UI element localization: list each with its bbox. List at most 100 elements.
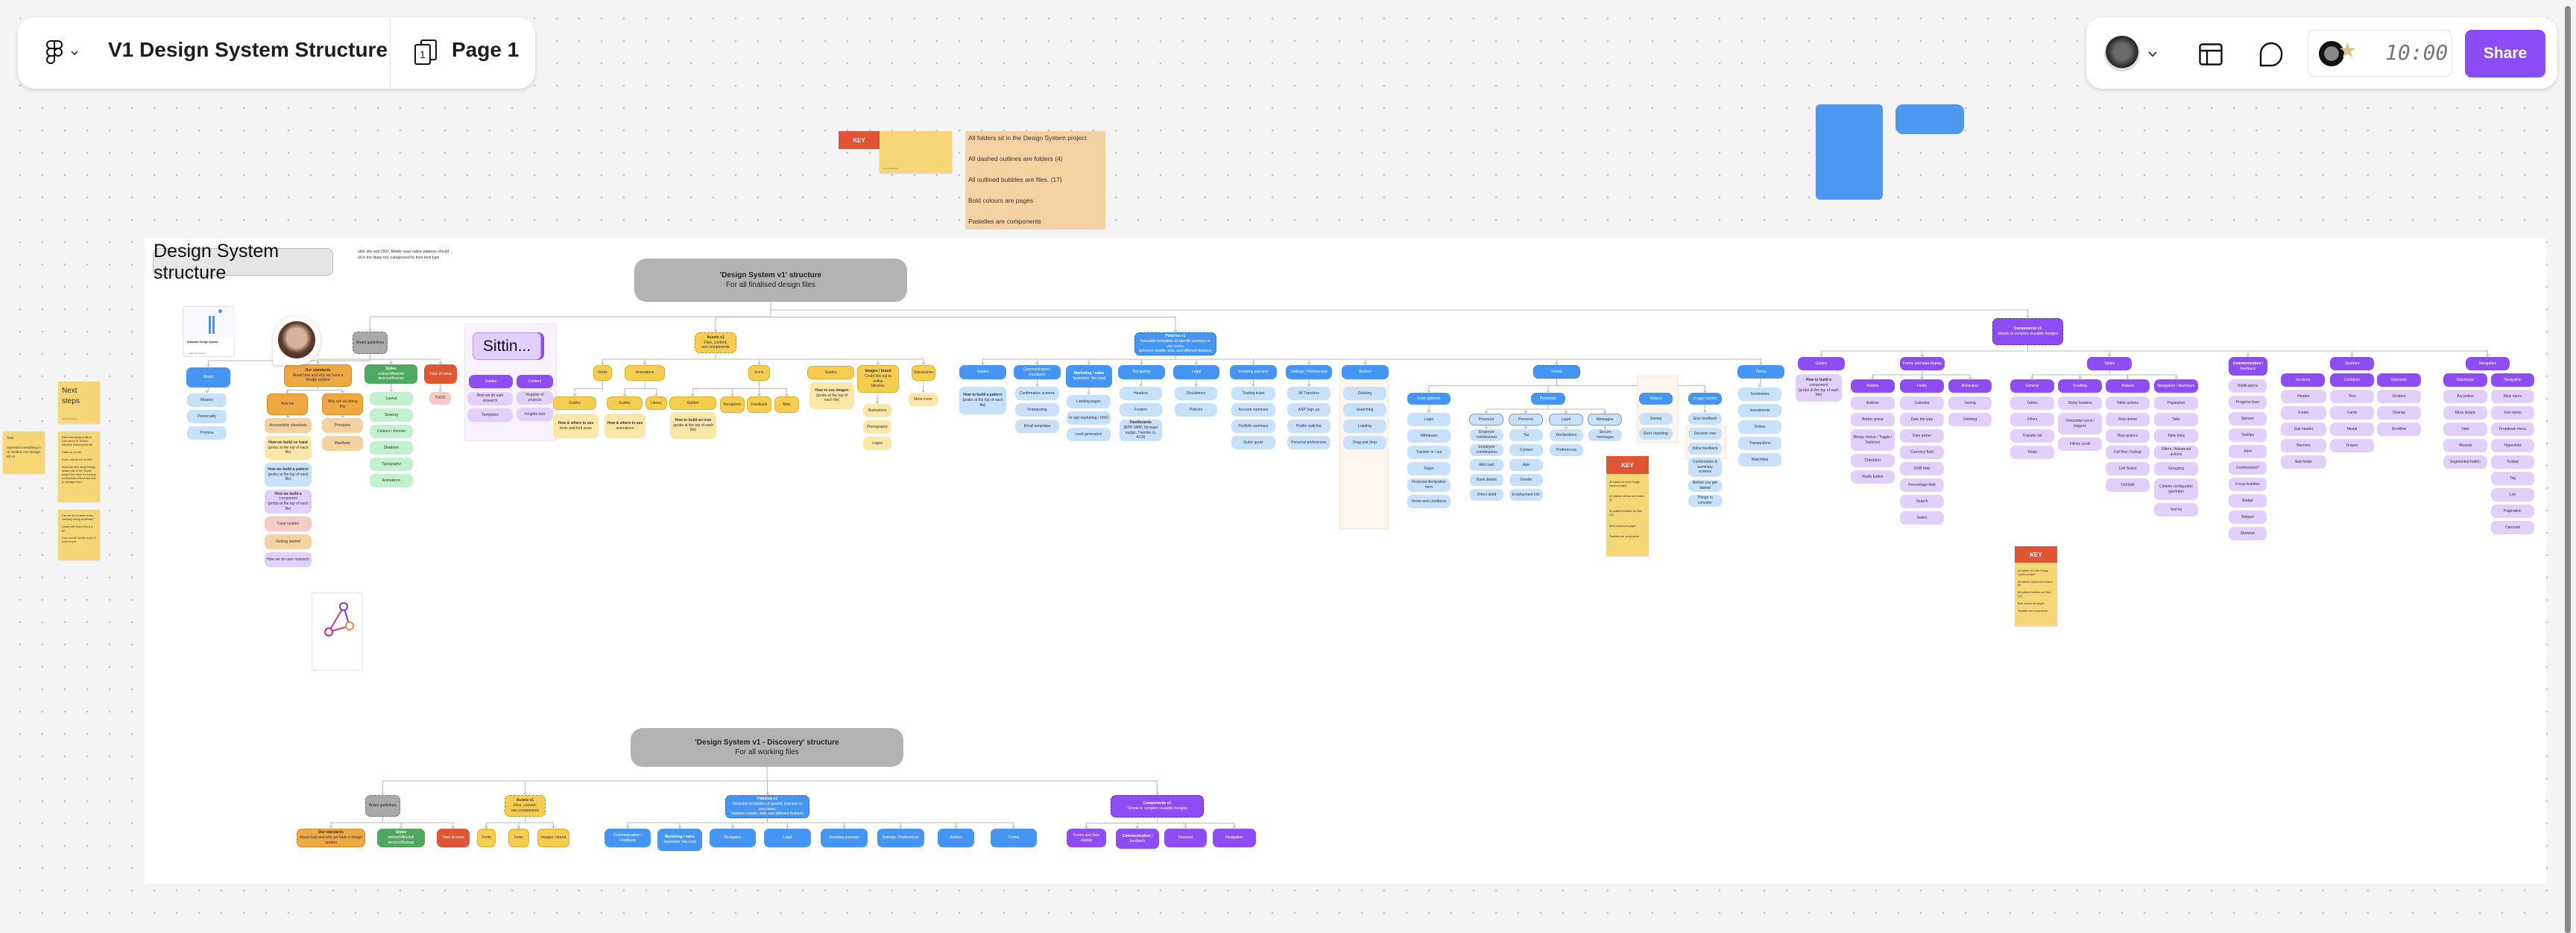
node-dc-nav[interactable]: Navigation [1213,829,1256,847]
list-item[interactable]: Onboarding [1015,403,1059,417]
list-item[interactable]: Spacing [370,408,413,422]
list-item[interactable]: Segmented button [2443,455,2487,469]
list-item[interactable]: Scrollbar [2377,423,2421,436]
list-item[interactable]: Sub header [2281,423,2326,436]
list-item[interactable]: Overlay [2377,406,2421,420]
list-item[interactable]: Profile switcher [1287,420,1330,433]
list-item[interactable]: Give feedback [1688,413,1722,425]
list-item[interactable]: Grouping [2154,462,2198,475]
list-item[interactable]: Tables [2010,396,2054,410]
node-c-sections[interactable]: Sections [2281,373,2325,387]
list-item[interactable]: Focus bubbles [2229,478,2267,491]
list-item[interactable]: Financial declaration form [1407,478,1450,492]
list-item[interactable]: All Transfers [1287,387,1330,400]
node-d-invest[interactable]: Investing journeys [821,829,868,847]
list-item[interactable]: Terms and conditions [1407,495,1450,508]
list-item[interactable]: More details [2443,406,2487,420]
list-item[interactable]: Pagination [2154,396,2198,410]
node-d-assets[interactable]: Assets v1 Files, content, non-components [505,795,546,817]
list-item[interactable]: Column configurator (pin/hide) [2154,478,2198,500]
node-c-container[interactable]: Container [2330,373,2374,387]
list-item[interactable]: Manifesto [322,436,363,451]
list-item[interactable]: Tabs [2154,413,2198,426]
node-p-invest[interactable]: Investing journeys [1230,365,1277,379]
key-sticky-note[interactable]: All folders sit in the Design System pro… [1606,474,1649,556]
list-item[interactable]: Colours / themes [370,425,413,438]
list-item[interactable]: Photography [863,420,891,434]
list-item[interactable]: Button group [1851,413,1895,426]
chevron-down-icon[interactable] [2147,51,2158,57]
node-p-comm[interactable]: Communication / Feedback [1014,365,1061,379]
list-item[interactable]: Deleting [1948,413,1992,426]
list-item[interactable]: Login [1407,413,1450,426]
list-item[interactable]: Orders [1738,420,1781,434]
list-item[interactable]: Confirmation & summary screens [1688,458,1722,477]
layout-panel-icon[interactable] [2199,43,2223,66]
key-sticky-note[interactable]: All folders sit in the Design System pro… [2015,563,2057,626]
list-item[interactable]: Meta Icons [909,393,938,406]
node-dsv1[interactable]: 'Design System v1' structure For all fin… [634,259,907,302]
list-item[interactable]: Lead generation [1067,428,1111,441]
node-c-disclosure[interactable]: Disclosure [2443,373,2487,387]
sitting-section-label[interactable]: Sittin... [473,332,541,360]
list-item[interactable]: Tabs [2443,423,2487,436]
node-our-standards[interactable]: Our standards About how and why we have … [284,364,352,387]
node-fonts[interactable]: Fonts [593,365,612,381]
comment-icon[interactable] [2259,42,2283,67]
node-f-legal[interactable]: Legal [1549,414,1583,426]
list-item[interactable]: Things to consider [1688,495,1722,507]
list-item[interactable]: Sub footer [2281,455,2326,469]
list-item[interactable]: Email templates [1015,420,1059,433]
list-item[interactable]: Landing pages [1067,395,1111,408]
node-d-icons[interactable]: Icons [508,829,529,847]
node-c-t-actions[interactable]: Actions [2106,379,2150,393]
list-item[interactable]: Add cash [1470,459,1503,471]
list-item[interactable]: Filters [2010,413,2054,426]
list-item[interactable]: Stepper [2229,510,2267,524]
list-item[interactable]: Preferences [1550,444,1583,456]
list-item[interactable]: Search [1900,495,1944,508]
list-item[interactable]: Select [1900,511,1944,525]
node-icon-misc[interactable]: Misc [774,396,799,413]
node-components[interactable]: Components v1 Simple or complex reusable… [1992,318,2063,345]
list-item[interactable]: Decision tree [1688,428,1722,440]
list-item[interactable]: Alert [2229,445,2267,458]
list-item[interactable]: Animations [370,474,413,487]
list-item[interactable]: Shadows [370,441,413,455]
node-c-structure[interactable]: Structure [2330,357,2374,370]
list-item[interactable]: Trading ticket [1231,387,1275,400]
list-item[interactable]: Drawer [2330,439,2374,452]
list-item[interactable]: Transactions [1738,437,1781,450]
list-item[interactable]: Header [2281,390,2326,403]
list-item[interactable]: Disclaimers [1175,387,1217,400]
list-item[interactable]: Employment info [1509,489,1543,501]
node-p-actions[interactable]: Actions [1342,365,1389,379]
list-item[interactable]: Carousel [2491,521,2534,534]
list-item[interactable]: Currency field [1900,446,1944,459]
list-item[interactable]: Direct debit [1470,489,1503,501]
list-item[interactable]: Date picker [1900,429,1944,443]
list-item[interactable]: Skeleton [2229,527,2267,540]
node-d-components[interactable]: Components v1 Simple or complex reusable… [1111,795,1204,817]
node-f-financial[interactable]: Financial [1469,414,1503,426]
list-item[interactable]: Dashboards (BPP, NMP, Stronger nudge, Tr… [1120,420,1162,441]
list-item[interactable]: Dividers [2377,390,2421,403]
node-animations[interactable]: Animations [625,365,665,381]
list-item[interactable]: Quick quote [1231,436,1275,449]
list-item[interactable]: Employer contributions [1470,429,1503,441]
task-sticky[interactable]: Task represent everything in UI Toolbox … [3,431,45,473]
list-item[interactable]: How we build a pattern (probs at the top… [265,463,312,487]
node-forms[interactable]: Forms [1533,365,1580,379]
list-item[interactable]: Totals [2010,446,2054,459]
list-item[interactable]: Register of projects [517,391,553,405]
node-d-marketing[interactable]: Marketing / sales 'aspiration' (for now) [657,829,702,851]
list-item[interactable]: Cell first / lookup [2106,446,2150,459]
node-library[interactable]: Library [645,396,667,410]
node-c-guides[interactable]: Guides [1798,357,1845,370]
node-d-brand[interactable]: Brand guidelines [365,795,400,817]
list-item[interactable]: Error reporting [1639,428,1673,440]
list-item[interactable]: Badge [2229,494,2267,507]
share-button[interactable]: Share [2465,30,2545,78]
list-item[interactable]: Paper [1407,462,1450,475]
